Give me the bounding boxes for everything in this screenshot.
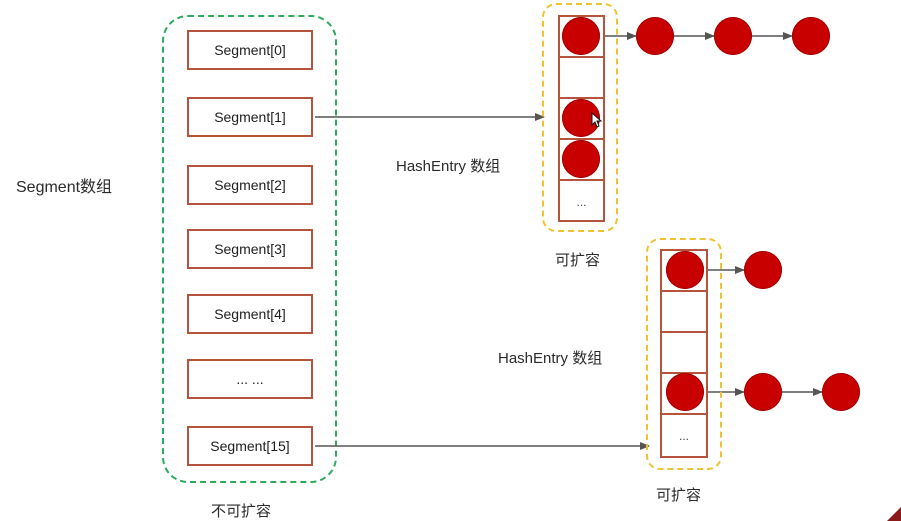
- hash-table-2-title: HashEntry 数组: [498, 350, 603, 367]
- entry-node: [636, 17, 674, 55]
- segment-box-ellipsis: ... ...: [187, 359, 313, 399]
- entry-node: [562, 17, 600, 55]
- hash-table-1-title: HashEntry 数组: [396, 158, 501, 175]
- entry-node: [562, 140, 600, 178]
- segment-box-0: Segment[0]: [187, 30, 313, 70]
- hash-cell-ellipsis: ...: [678, 428, 689, 443]
- hash-cell: [560, 99, 603, 140]
- hash-cell: [662, 333, 706, 374]
- entry-node: [744, 373, 782, 411]
- hash-table-2-group: [646, 238, 722, 470]
- hash-table-1-caption: 可扩容: [555, 252, 601, 269]
- segment-box-1: Segment[1]: [187, 97, 313, 137]
- hash-cell-ellipsis: ...: [576, 194, 587, 209]
- segment-array-label: Segment数组: [16, 179, 113, 196]
- segment-box-2: Segment[2]: [187, 165, 313, 205]
- entry-node: [792, 17, 830, 55]
- hash-table-1-group: [542, 3, 618, 232]
- entry-node: [666, 251, 704, 289]
- corner-decoration: [887, 507, 901, 521]
- hash-cell: [560, 140, 603, 181]
- segment-box-15: Segment[15]: [187, 426, 313, 466]
- hash-cell: [662, 292, 706, 333]
- segment-array-group: [162, 15, 337, 483]
- segment-array-caption: 不可扩容: [211, 503, 272, 520]
- entry-node: [666, 373, 704, 411]
- hash-cell: [662, 251, 706, 292]
- hash-cell: [560, 58, 603, 99]
- mouse-cursor-icon: [591, 112, 603, 128]
- segment-box-3: Segment[3]: [187, 229, 313, 269]
- hash-cell: [662, 374, 706, 415]
- hash-table-2-column: ...: [660, 249, 708, 458]
- hash-table-2-caption: 可扩容: [656, 487, 702, 504]
- entry-node: [714, 17, 752, 55]
- segment-box-4: Segment[4]: [187, 294, 313, 334]
- entry-node: [744, 251, 782, 289]
- entry-node: [822, 373, 860, 411]
- hash-cell: [560, 17, 603, 58]
